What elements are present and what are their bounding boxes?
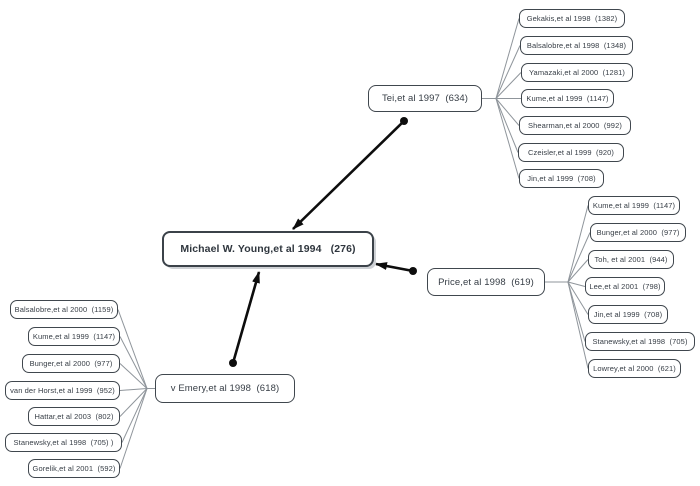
thin-edge-price1998-jin1999_r: [567, 281, 589, 315]
node-jin1999_r[interactable]: Jin,et al 1999 (708): [588, 305, 668, 324]
node-hattar2003[interactable]: Hattar,et al 2003 (802): [28, 407, 120, 426]
thin-edge-emery1998-hattar2003: [119, 388, 148, 417]
node-shearman2000[interactable]: Shearman,et al 2000 (992): [519, 116, 631, 135]
node-label: van der Horst,et al 1999 (952): [10, 386, 115, 395]
node-label: Shearman,et al 2000 (992): [528, 121, 622, 130]
node-yamazaki2000[interactable]: Yamazaki,et al 2000 (1281): [521, 63, 633, 82]
thin-edge-tei1997-shearman2000: [495, 98, 520, 126]
node-tei1997[interactable]: Tei,et al 1997 (634): [368, 85, 482, 112]
thin-edge-emery1998-vanderhorst1999: [119, 388, 148, 391]
node-label: Gekakis,et al 1998 (1382): [526, 14, 618, 23]
node-gekakis1998[interactable]: Gekakis,et al 1998 (1382): [519, 9, 625, 28]
node-vanderhorst1999[interactable]: van der Horst,et al 1999 (952): [5, 381, 120, 400]
node-label: Bunger,et al 2000 (977): [596, 228, 680, 237]
node-young1994[interactable]: Michael W. Young,et al 1994 (276): [162, 231, 374, 267]
node-toh2001[interactable]: Toh, et al 2001 (944): [588, 250, 674, 269]
thin-edge-emery1998-bunger2000_l: [119, 363, 148, 389]
node-label: Czeisler,et al 1999 (920): [528, 148, 614, 157]
node-czeisler1999[interactable]: Czeisler,et al 1999 (920): [518, 143, 624, 162]
node-bunger2000_l[interactable]: Bunger,et al 2000 (977): [22, 354, 120, 373]
node-label: Jin,et al 1999 (708): [527, 174, 596, 183]
node-label: Jin,et al 1999 (708): [593, 310, 663, 319]
thin-edge-price1998-lowrey2000: [567, 281, 589, 369]
thin-edge-price1998-bunger2000_r: [567, 232, 591, 283]
thin-edge-emery1998-balsalobre2000: [117, 309, 148, 389]
node-label: Bunger,et al 2000 (977): [29, 359, 113, 368]
node-bunger2000_r[interactable]: Bunger,et al 2000 (977): [590, 223, 686, 242]
thin-edge-price1998-kume1999_r: [567, 205, 589, 283]
node-balsalobre2000[interactable]: Balsalobre,et al 2000 (1159): [10, 300, 118, 319]
node-label: Yamazaki,et al 2000 (1281): [529, 68, 625, 77]
node-label: Kume,et al 1999 (1147): [526, 94, 609, 103]
thick-edge-tei-to-young: [292, 117, 408, 230]
node-label: Lee,et al 2001 (798): [589, 282, 661, 291]
thin-edge-emery1998-stanewsky1998_l: [121, 388, 148, 443]
node-label: Hattar,et al 2003 (802): [34, 412, 114, 421]
thin-edge-tei1997-balsalobre1998: [495, 45, 521, 99]
node-balsalobre1998[interactable]: Balsalobre,et al 1998 (1348): [520, 36, 633, 55]
node-label: Michael W. Young,et al 1994 (276): [180, 243, 356, 255]
node-stanewsky1998_l[interactable]: Stanewsky,et al 1998 (705) ): [5, 433, 122, 452]
thin-edge-emery1998-kume1999_l: [119, 336, 148, 389]
thin-edge-price1998-toh2001: [567, 259, 589, 283]
node-label: Kume,et al 1999 (1147): [592, 201, 676, 210]
thin-edge-price1998-lee2001: [567, 281, 586, 287]
node-label: Stanewsky,et al 1998 (705): [592, 337, 688, 346]
thin-edge-tei1997-czeisler1999: [495, 98, 519, 153]
thin-edge-tei1997-gekakis1998: [495, 18, 520, 99]
thin-edge-emery1998-gorelik2001: [119, 388, 148, 469]
node-price1998[interactable]: Price,et al 1998 (619): [427, 268, 545, 296]
thin-edge-price1998-stanewsky1998_r: [567, 281, 586, 342]
node-gorelik2001[interactable]: Gorelik,et al 2001 (592): [28, 459, 120, 478]
thick-edge-price-to-young: [375, 262, 417, 275]
node-label: Stanewsky,et al 1998 (705) ): [13, 438, 114, 447]
node-emery1998[interactable]: v Emery,et al 1998 (618): [155, 374, 295, 403]
node-label: v Emery,et al 1998 (618): [170, 383, 280, 394]
node-kume1999_t[interactable]: Kume,et al 1999 (1147): [521, 89, 614, 108]
node-kume1999_r[interactable]: Kume,et al 1999 (1147): [588, 196, 680, 215]
node-label: Kume,et al 1999 (1147): [32, 332, 116, 341]
node-label: Lowrey,et al 2000 (621): [593, 364, 676, 373]
node-kume1999_l[interactable]: Kume,et al 1999 (1147): [28, 327, 120, 346]
node-lee2001[interactable]: Lee,et al 2001 (798): [585, 277, 665, 296]
node-jin1999_t[interactable]: Jin,et al 1999 (708): [519, 169, 604, 188]
node-label: Toh, et al 2001 (944): [594, 255, 668, 264]
node-lowrey2000[interactable]: Lowrey,et al 2000 (621): [588, 359, 681, 378]
node-label: Balsalobre,et al 2000 (1159): [14, 305, 114, 314]
node-stanewsky1998_r[interactable]: Stanewsky,et al 1998 (705): [585, 332, 695, 351]
thin-edge-tei1997-yamazaki2000: [495, 72, 522, 99]
node-label: Tei,et al 1997 (634): [381, 93, 469, 104]
thick-edge-emery-to-young: [229, 271, 261, 367]
thin-edge-tei1997-jin1999_t: [495, 98, 520, 179]
node-label: Balsalobre,et al 1998 (1348): [526, 41, 627, 50]
node-label: Price,et al 1998 (619): [438, 276, 534, 288]
node-label: Gorelik,et al 2001 (592): [32, 464, 116, 473]
